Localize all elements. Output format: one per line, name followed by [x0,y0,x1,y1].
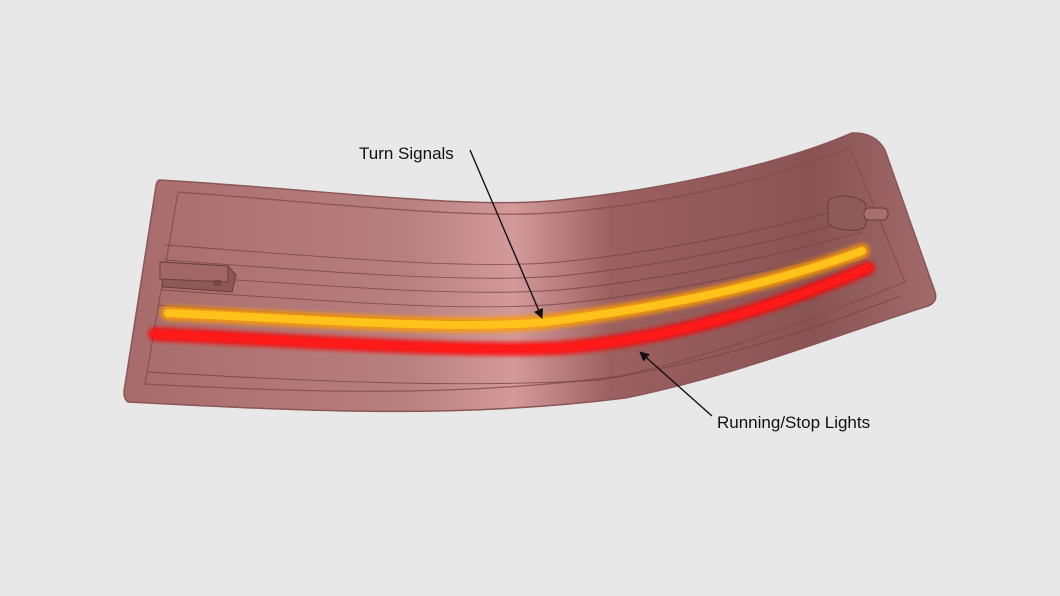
callout-label-turn-signals: Turn Signals [359,144,454,163]
housing-inner-rim [144,147,906,392]
callout-arrow-running-stop [639,351,713,417]
callout-arrow-turn-signals [469,149,544,319]
callout-label-running-stop: Running/Stop Lights [717,413,870,432]
left-mounting-tab [159,261,237,293]
right-mounting-peg [827,195,889,231]
running-stop-strip [148,261,875,356]
turn-signal-strip [160,243,870,333]
callout-running-stop: Running/Stop Lights [639,351,870,432]
callout-turn-signals: Turn Signals [359,144,544,319]
